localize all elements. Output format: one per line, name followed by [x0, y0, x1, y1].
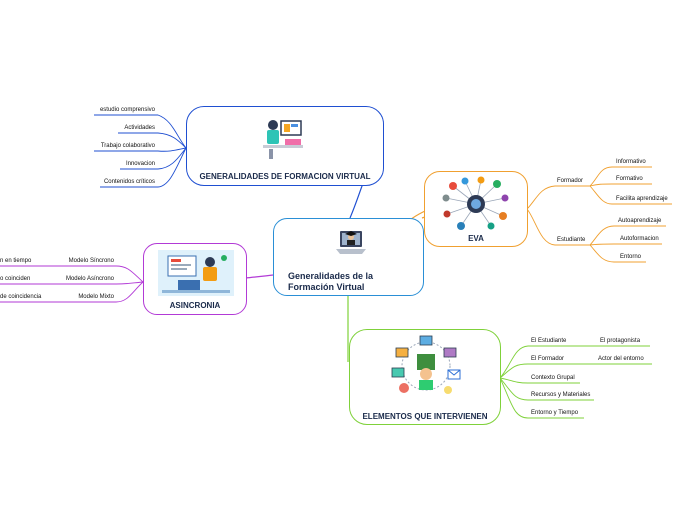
leaf-entorno-tiempo[interactable]: Entorno y Tiempo	[531, 410, 579, 416]
leaf-informativo[interactable]: Informativo	[616, 159, 646, 165]
elementos-leaf-lines	[499, 345, 652, 419]
branch-elementos-title: ELEMENTOS QUE INTERVIENEN	[362, 412, 488, 421]
branch-eva[interactable]: EVA	[424, 171, 528, 247]
leaf-actividades[interactable]: Actividades	[124, 125, 155, 131]
branch-asincronia[interactable]: ASINCRONIA	[143, 243, 247, 315]
branch-asincronia-title: ASINCRONIA	[169, 301, 221, 310]
leaf-autoformacion[interactable]: Autoformacion	[620, 236, 659, 242]
leaf-formativo[interactable]: Formativo	[616, 176, 643, 182]
branch-elementos[interactable]: ELEMENTOS QUE INTERVIENEN	[349, 329, 501, 425]
leaf-el-protagonista[interactable]: El protagonista	[600, 338, 641, 344]
eva-leaf-lines	[526, 166, 672, 263]
central-title-line-1: Generalidades de la	[288, 271, 374, 281]
network-hub-icon	[442, 176, 509, 230]
leaf-recursos-materiales[interactable]: Recursos y Materiales	[531, 392, 591, 398]
leaf-contexto-grupal[interactable]: Contexto Grupal	[531, 375, 575, 381]
connector-center-asincronia	[245, 274, 274, 279]
online-class-icon	[158, 250, 234, 296]
central-topic[interactable]: Generalidades de la Formación Virtual	[273, 218, 424, 296]
asincronia-leaf-lines	[0, 265, 144, 303]
leaf-contenidos-criticos[interactable]: Contenidos críticos	[103, 179, 155, 185]
leaf-el-formador[interactable]: El Formador	[531, 356, 565, 362]
laptop-graduate-icon	[336, 231, 366, 254]
branch-generalidades-title: GENERALIDADES DE FORMACION VIRTUAL	[199, 172, 371, 181]
branch-eva-title: EVA	[468, 234, 484, 243]
leaf-modelo-sincrono[interactable]: Modelo Síncrono	[68, 258, 114, 264]
leaf-innovacion[interactable]: Innovacion	[125, 161, 155, 167]
leaf-facilita-aprendizaje[interactable]: Facilita aprendizaje	[616, 196, 668, 202]
leaf-trabajo-colaborativo[interactable]: Trabajo colaborativo	[100, 143, 155, 149]
leaf-asincrono-detail[interactable]: o coinciden	[0, 276, 31, 282]
leaf-formador[interactable]: Formador	[557, 178, 584, 184]
leaf-estudio-comprensivo[interactable]: estudio comprensivo	[99, 107, 155, 113]
leaf-entorno[interactable]: Entorno	[620, 254, 642, 260]
leaf-el-estudiante[interactable]: El Estudiante	[531, 338, 567, 344]
branch-generalidades[interactable]: GENERALIDADES DE FORMACION VIRTUAL	[186, 106, 384, 186]
person-computer-icon	[263, 120, 303, 159]
leaf-modelo-asincrono[interactable]: Modelo Asíncrono	[65, 276, 114, 282]
leaf-autoaprendizaje[interactable]: Autoaprendizaje	[618, 218, 662, 224]
connected-tools-icon	[391, 335, 461, 394]
leaf-modelo-mixto[interactable]: Modelo Mixto	[78, 294, 114, 300]
leaf-actor-del-entorno[interactable]: Actor del entorno	[598, 356, 644, 362]
top-leaf-lines	[94, 114, 187, 188]
leaf-mixto-detail[interactable]: de coincidencia	[0, 294, 42, 300]
leaf-estudiante[interactable]: Estudiante	[557, 237, 586, 243]
central-title-line-2: Formación Virtual	[288, 282, 365, 292]
leaf-sincrono-detail[interactable]: n en tiempo	[0, 258, 32, 264]
